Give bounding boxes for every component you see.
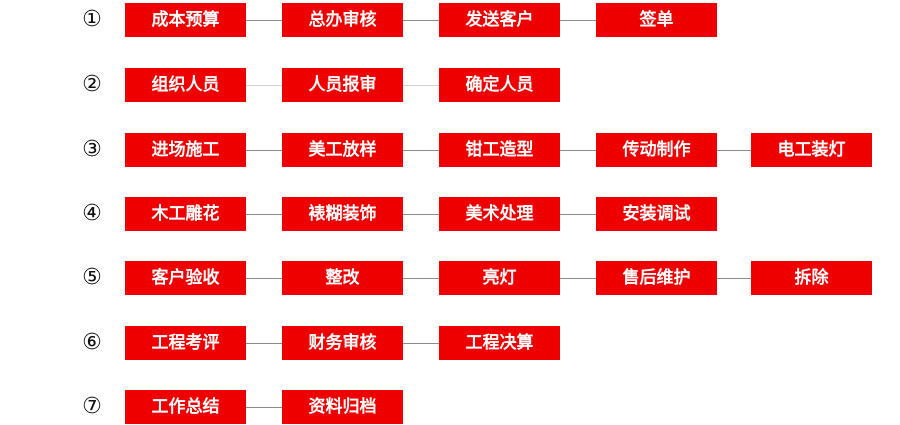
process-step-box: 电工装灯	[751, 133, 872, 167]
process-step-box: 资料归档	[282, 390, 403, 424]
process-step-box: 人员报审	[282, 68, 403, 102]
step-connector	[403, 20, 439, 21]
step-connector	[403, 343, 439, 344]
process-step-box: 确定人员	[439, 68, 560, 102]
process-step-box: 美工放样	[282, 133, 403, 167]
process-step-box: 售后维护	[596, 261, 717, 295]
process-step-box: 拆除	[751, 261, 872, 295]
step-connector	[246, 407, 282, 408]
process-step-box: 美术处理	[439, 197, 560, 231]
process-step-box: 发送客户	[439, 3, 560, 37]
step-connector	[246, 150, 282, 151]
step-connector	[717, 150, 751, 151]
step-connector	[560, 278, 596, 279]
process-step-box: 客户验收	[125, 261, 246, 295]
process-step-box: 总办审核	[282, 3, 403, 37]
row-number: ④	[82, 201, 102, 226]
row-number: ③	[82, 137, 102, 162]
process-step-box: 财务审核	[282, 326, 403, 360]
process-step-box: 整改	[282, 261, 403, 295]
process-step-box: 工程决算	[439, 326, 560, 360]
process-step-box: 裱糊装饰	[282, 197, 403, 231]
process-row-4: ④ 木工雕花 裱糊装饰 美术处理 安装调试	[0, 197, 900, 231]
process-step-box: 组织人员	[125, 68, 246, 102]
process-step-box: 工作总结	[125, 390, 246, 424]
process-row-5: ⑤ 客户验收 整改 亮灯 售后维护拆除	[0, 261, 900, 295]
step-connector	[246, 343, 282, 344]
process-step-box: 签单	[596, 3, 717, 37]
process-step-box: 亮灯	[439, 261, 560, 295]
step-connector	[403, 214, 439, 215]
step-connector	[403, 278, 439, 279]
process-row-6: ⑥ 工程考评 财务审核 工程决算	[0, 326, 900, 360]
process-row-2: ② 组织人员 人员报审 确定人员	[0, 68, 900, 102]
process-step-box: 工程考评	[125, 326, 246, 360]
process-row-1: ① 成本预算 总办审核 发送客户 签单	[0, 3, 900, 37]
process-step-box: 钳工造型	[439, 133, 560, 167]
step-connector	[717, 278, 751, 279]
step-connector	[246, 85, 282, 86]
process-row-3: ③ 进场施工 美工放样 钳工造型 传动制作电工装灯	[0, 133, 900, 167]
process-step-box: 安装调试	[596, 197, 717, 231]
row-number: ①	[82, 7, 102, 32]
step-connector	[560, 214, 596, 215]
step-connector	[246, 214, 282, 215]
step-connector	[246, 20, 282, 21]
step-connector	[403, 150, 439, 151]
process-step-box: 木工雕花	[125, 197, 246, 231]
step-connector	[246, 278, 282, 279]
step-connector	[560, 150, 596, 151]
step-connector	[560, 20, 596, 21]
row-number: ②	[82, 72, 102, 97]
row-number: ⑥	[82, 330, 102, 355]
process-step-box: 进场施工	[125, 133, 246, 167]
process-step-box: 传动制作	[596, 133, 717, 167]
step-connector	[403, 85, 439, 86]
process-row-7: ⑦ 工作总结 资料归档	[0, 390, 900, 424]
row-number: ⑤	[82, 265, 102, 290]
process-step-box: 成本预算	[125, 3, 246, 37]
row-number: ⑦	[82, 394, 102, 419]
